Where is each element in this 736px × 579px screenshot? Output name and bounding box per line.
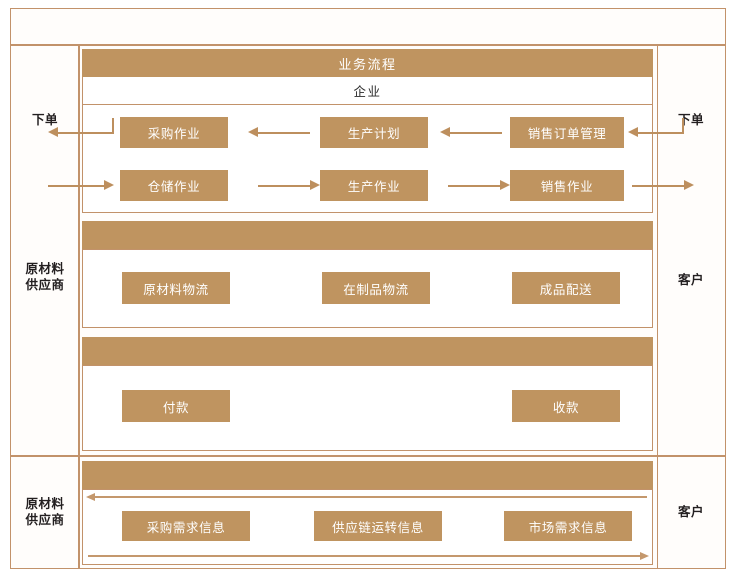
node-sales-order-management-label: 销售订单管理 [527, 127, 607, 141]
right-label-order-text: 下单 [677, 113, 704, 127]
node-pay-label: 付款 [162, 400, 190, 415]
arrow-riser-customer-order [682, 118, 684, 133]
right-label-customer-bottom-text: 客户 [677, 505, 704, 519]
arrow-head-sales-to-customer [684, 180, 694, 190]
arrow-line-order-to-supplier [58, 131, 114, 134]
left-label-supplier-bottom: 原材料 供应商 [14, 490, 76, 534]
arrow-line-customer-order-in [638, 131, 684, 134]
left-label-supplier-mid: 原材料 供应商 [14, 255, 76, 299]
payment-header-band [82, 337, 653, 365]
node-market-demand-info[interactable]: 市场需求信息 [504, 511, 632, 541]
arrow-head-warehouse-to-production [310, 180, 320, 190]
information-arrow-line-to-customer [88, 555, 640, 557]
node-supply-chain-operation-info-label: 供应链运转信息 [332, 520, 424, 535]
node-procurement-demand-info[interactable]: 采购需求信息 [122, 511, 250, 541]
enterprise-label: 企业 [353, 85, 382, 99]
node-receive-payment[interactable]: 收款 [512, 390, 620, 422]
node-procurement-demand-info-label: 采购需求信息 [146, 520, 226, 535]
node-market-demand-info-label: 市场需求信息 [528, 520, 608, 535]
node-sales-operation-label: 销售作业 [540, 180, 594, 194]
arrow-line-production-to-sales [448, 184, 500, 187]
node-raw-material-logistics[interactable]: 原材料物流 [122, 272, 230, 304]
upper-left-column-divider [78, 45, 80, 456]
left-label-order-text: 下单 [31, 113, 58, 127]
arrow-head-sales-to-plan [440, 127, 450, 137]
right-label-customer-bottom: 客户 [660, 500, 722, 524]
left-label-supplier-bottom-line1: 原材料 [25, 497, 65, 511]
left-label-supplier-bottom-line2: 供应商 [25, 513, 65, 527]
upper-right-column-divider [656, 45, 658, 456]
node-pay[interactable]: 付款 [122, 390, 230, 422]
business-process-title-bar: 业务流程 [82, 49, 653, 77]
node-wip-logistics-label: 在制品物流 [343, 282, 409, 297]
node-raw-material-logistics-label: 原材料物流 [143, 282, 209, 297]
node-sales-order-management[interactable]: 销售订单管理 [510, 117, 624, 148]
arrow-line-plan-to-procurement [258, 131, 310, 134]
arrow-head-production-to-sales [500, 180, 510, 190]
node-wip-logistics[interactable]: 在制品物流 [322, 272, 430, 304]
node-procurement-operation[interactable]: 采购作业 [120, 117, 228, 148]
information-arrow-head-to-customer [640, 551, 649, 560]
arrow-line-warehouse-to-production [258, 184, 310, 187]
arrow-line-sales-to-customer [632, 184, 684, 187]
left-label-order: 下单 [14, 108, 76, 132]
node-sales-operation[interactable]: 销售作业 [510, 170, 624, 201]
arrow-head-order-to-supplier [48, 127, 58, 137]
node-production-operation[interactable]: 生产作业 [320, 170, 428, 201]
lower-left-column-divider [78, 456, 80, 569]
node-finished-goods-delivery-label: 成品配送 [539, 282, 593, 297]
arrow-line-supplier-to-warehouse [48, 184, 104, 187]
arrow-head-plan-to-procurement [248, 127, 258, 137]
arrow-riser-order-to-supplier [112, 118, 114, 133]
arrow-head-customer-order-in [628, 127, 638, 137]
node-production-plan-label: 生产计划 [347, 127, 401, 141]
node-warehouse-operation[interactable]: 仓储作业 [120, 170, 228, 201]
left-label-supplier-mid-line2: 供应商 [25, 278, 65, 292]
node-production-plan[interactable]: 生产计划 [320, 117, 428, 148]
node-receive-payment-label: 收款 [552, 400, 580, 415]
node-procurement-operation-label: 采购作业 [147, 127, 201, 141]
business-process-title: 业务流程 [338, 56, 397, 72]
node-finished-goods-delivery[interactable]: 成品配送 [512, 272, 620, 304]
right-label-customer-mid: 客户 [660, 268, 722, 292]
logistics-header-band [82, 221, 653, 249]
left-label-supplier-mid-line1: 原材料 [25, 262, 65, 276]
information-header-band [82, 461, 653, 489]
right-label-order: 下单 [660, 108, 722, 132]
arrow-head-supplier-to-warehouse [104, 180, 114, 190]
node-warehouse-operation-label: 仓储作业 [147, 180, 201, 194]
arrow-line-sales-to-plan [450, 131, 502, 134]
information-arrow-line-to-supplier [95, 496, 647, 498]
lower-right-column-divider [656, 456, 658, 569]
enterprise-sub-bar: 企业 [82, 77, 653, 105]
right-label-customer-mid-text: 客户 [677, 273, 704, 287]
information-arrow-head-to-supplier [86, 492, 95, 501]
node-production-operation-label: 生产作业 [347, 180, 401, 194]
node-supply-chain-operation-info[interactable]: 供应链运转信息 [314, 511, 442, 541]
outer-frame-top-band [10, 8, 726, 45]
